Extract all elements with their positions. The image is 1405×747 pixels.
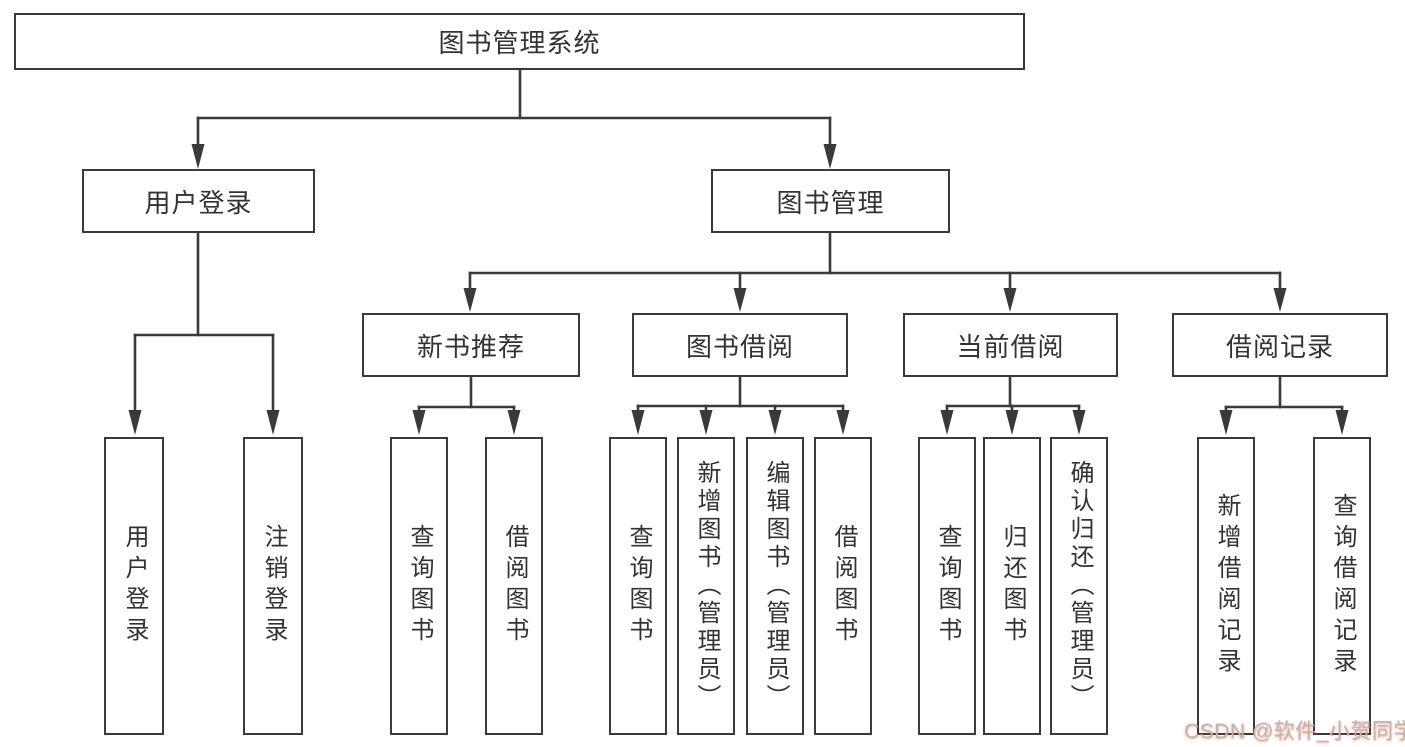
node-borrow-records: 借阅记录 bbox=[1172, 313, 1388, 377]
node-label: 注销登录 bbox=[260, 524, 287, 648]
leaf-confirm-return-admin: 确认归还（管理员） bbox=[1050, 437, 1108, 735]
node-label: 新增借阅记录 bbox=[1213, 493, 1240, 679]
node-library-system: 图书管理系统 bbox=[14, 13, 1025, 70]
leaf-query-books: 查询图书 bbox=[609, 437, 667, 735]
leaf-return-books: 归还图书 bbox=[983, 437, 1041, 735]
leaf-query-books: 查询图书 bbox=[918, 437, 976, 735]
node-label: 用户登录 bbox=[144, 187, 253, 218]
node-label: 新书推荐 bbox=[416, 331, 525, 362]
node-label: 借阅记录 bbox=[1225, 331, 1334, 362]
node-label: 查询图书 bbox=[625, 524, 652, 648]
node-label: 编辑图书（管理员） bbox=[762, 460, 789, 712]
leaf-logout: 注销登录 bbox=[243, 437, 303, 735]
node-label: 当前借阅 bbox=[956, 331, 1065, 362]
node-label: 用户登录 bbox=[121, 524, 148, 648]
leaf-add-books-admin: 新增图书（管理员） bbox=[677, 437, 735, 735]
node-label: 查询借阅记录 bbox=[1329, 493, 1356, 679]
leaf-edit-books-admin: 编辑图书（管理员） bbox=[746, 437, 804, 735]
node-label: 借阅图书 bbox=[830, 524, 857, 648]
node-label: 新增图书（管理员） bbox=[693, 460, 720, 712]
node-label: 确认归还（管理员） bbox=[1066, 460, 1093, 712]
node-label: 查询图书 bbox=[406, 524, 433, 648]
leaf-query-borrow-record: 查询借阅记录 bbox=[1313, 437, 1371, 735]
leaf-user-login: 用户登录 bbox=[104, 437, 164, 735]
leaf-query-books: 查询图书 bbox=[390, 437, 448, 735]
node-current-borrow: 当前借阅 bbox=[903, 313, 1118, 377]
node-book-management: 图书管理 bbox=[711, 169, 950, 233]
node-book-borrow: 图书借阅 bbox=[632, 313, 848, 377]
leaf-borrow-books: 借阅图书 bbox=[485, 437, 543, 735]
node-label: 图书管理系统 bbox=[438, 28, 601, 58]
node-label: 借阅图书 bbox=[501, 524, 528, 648]
csdn-watermark: CSDN @软件_小贺同学 bbox=[1184, 720, 1405, 743]
node-label: 查询图书 bbox=[934, 524, 961, 648]
leaf-borrow-books: 借阅图书 bbox=[814, 437, 872, 735]
leaf-add-borrow-record: 新增借阅记录 bbox=[1197, 437, 1255, 735]
node-label: 图书借阅 bbox=[685, 331, 794, 362]
node-new-book-recommend: 新书推荐 bbox=[362, 313, 580, 377]
node-label: 图书管理 bbox=[776, 187, 885, 218]
node-user-login: 用户登录 bbox=[82, 169, 315, 233]
node-label: 归还图书 bbox=[999, 524, 1026, 648]
